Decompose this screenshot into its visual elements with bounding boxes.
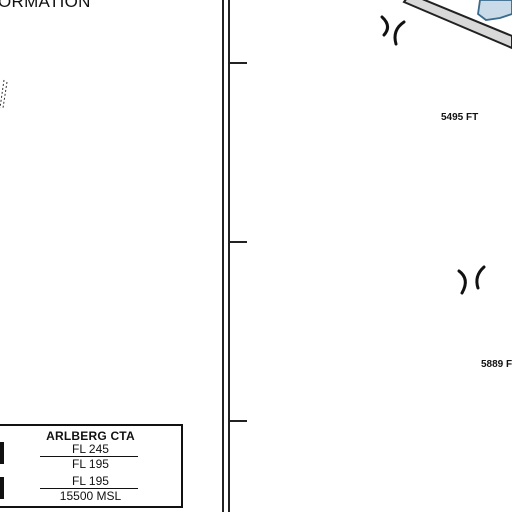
airspace-upper-limit: FL 195 (72, 474, 109, 488)
border-tick (229, 62, 247, 64)
airspace-lower-limit: 15500 MSL (59, 489, 122, 503)
road (402, 0, 512, 50)
panel-divider (222, 0, 224, 512)
border-tick (229, 241, 247, 243)
airspace-class-bar (0, 442, 4, 464)
map-border-line (228, 0, 230, 512)
border-tick (229, 420, 247, 422)
airspace-lower-limit: FL 195 (72, 457, 109, 471)
panel-header-text: ORMATION (0, 0, 91, 11)
lake-icon (477, 0, 512, 21)
limit-divider (40, 488, 138, 489)
airspace-name: ARLBERG CTA (46, 429, 135, 443)
elevation-label: 5495 FT (441, 112, 479, 123)
airspace-class-bar (0, 477, 4, 499)
panel-dashed-marker (0, 79, 8, 109)
airspace-box: ARLBERG CTA FL 245 FL 195 FL 195 15500 M… (0, 424, 183, 508)
airspace-upper-limit: FL 245 (72, 442, 109, 456)
elevation-label: 5889 F (481, 359, 512, 370)
pass-icon (457, 265, 486, 295)
info-panel: ORMATION (0, 0, 222, 512)
pass-icon (380, 15, 406, 46)
limit-divider (40, 456, 138, 457)
